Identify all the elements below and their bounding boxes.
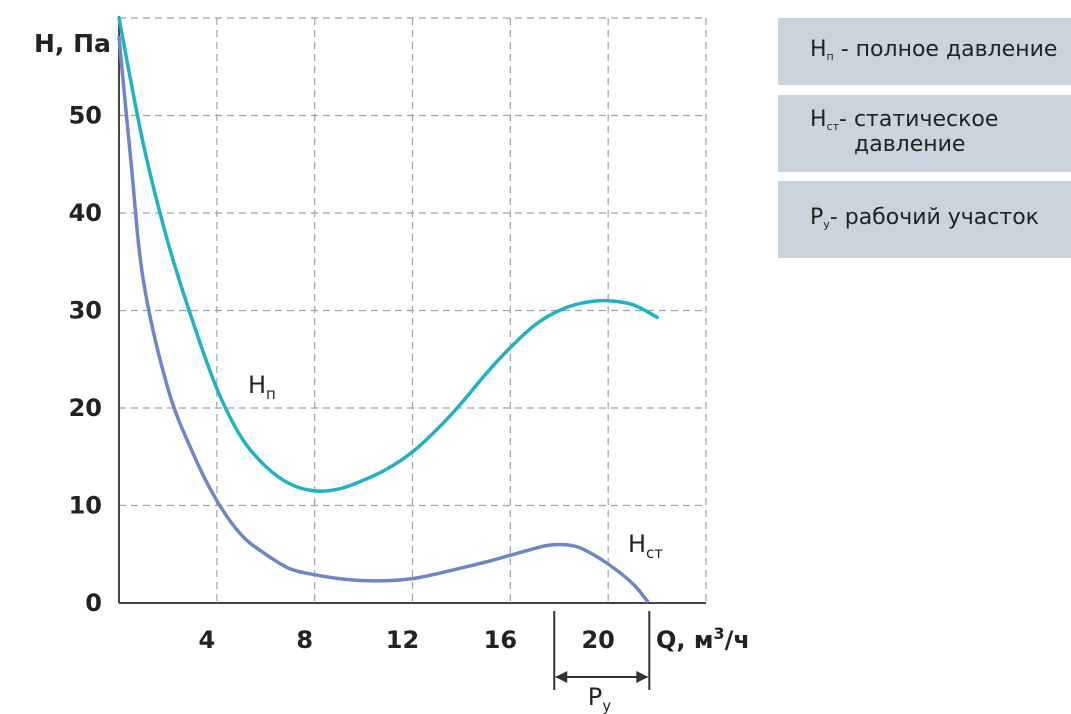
legend-item-total-pressure: Hп - полное давление — [778, 18, 1071, 85]
working-range: Py — [553, 611, 651, 714]
y-tick-label: 10 — [69, 492, 102, 520]
legend-item-working-range: Pу- рабочий участок — [778, 181, 1071, 258]
legend-symbol: P — [810, 205, 824, 230]
legend-symbol-sub: у — [823, 218, 830, 231]
series-label-total-pressure: Hп — [248, 371, 276, 403]
y-tick-label: 0 — [85, 589, 102, 617]
series-line-total-pressure — [117, 16, 659, 493]
y-tick-label: 50 — [69, 102, 102, 130]
range-arrow-head-left — [555, 671, 568, 683]
legend-symbol-sub: ст — [826, 120, 840, 133]
legend-text: - статическое — [839, 107, 999, 132]
legend-text: - полное давление — [833, 37, 1058, 62]
legend-symbol: H — [810, 107, 827, 132]
legend-text: - рабочий участок — [829, 205, 1039, 230]
x-tick-label: 16 — [484, 626, 517, 654]
series-label-static-pressure: Hст — [628, 530, 663, 562]
series-lines — [117, 16, 659, 603]
x-tick-label: 20 — [581, 626, 614, 654]
x-tick-label: 8 — [296, 626, 313, 654]
y-tick-label: 20 — [69, 394, 102, 422]
y-axis-label: H, Па — [34, 29, 111, 58]
grid — [119, 17, 707, 603]
legend-text-line2: давление — [854, 132, 966, 157]
axes: 0 10 20 30 40 50 4 8 12 16 20 — [69, 16, 706, 654]
y-tick-label: 30 — [69, 297, 102, 325]
y-tick-label: 40 — [69, 199, 102, 227]
legend-symbol-sub: п — [826, 50, 834, 63]
legend-symbol: H — [810, 37, 827, 62]
x-axis-label: Q, м3/ч — [656, 624, 750, 654]
range-label: Py — [588, 683, 611, 714]
x-tick-label: 4 — [198, 626, 215, 654]
x-tick-label: 12 — [386, 626, 419, 654]
series-line-static-pressure — [117, 35, 650, 603]
legend-item-static-pressure: Hст- статическое давление — [778, 95, 1071, 172]
range-arrow-head-right — [636, 671, 649, 683]
